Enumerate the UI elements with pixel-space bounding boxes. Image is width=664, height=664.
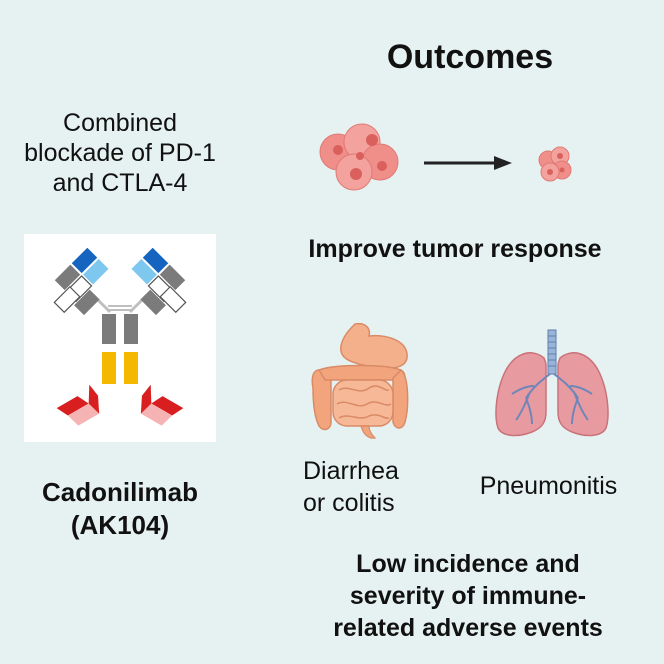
drug-line-2: (AK104): [70, 510, 170, 540]
low-incidence-line-3: related adverse events: [333, 614, 603, 642]
diarrhea-line-2: or colitis: [303, 489, 395, 517]
tumor-response-label: Improve tumor response: [308, 235, 602, 263]
low-incidence-line-2: severity of immune-: [349, 582, 587, 610]
antibody-panel: [24, 234, 216, 442]
combined-blockade-text: Combined blockade of PD-1 and CTLA-4: [20, 108, 220, 198]
drug-line-1: Cadonilimab: [41, 477, 198, 507]
arrow-icon: [424, 156, 512, 170]
drug-name: Cadonilimab (AK104): [20, 476, 220, 542]
diarrhea-line-1: Diarrhea: [303, 457, 399, 485]
lungs-icon: [495, 329, 609, 437]
combined-line-2: blockade of PD-1: [24, 139, 216, 167]
pneumonitis-label: Pneumonitis: [479, 472, 618, 500]
outcomes-title: Outcomes: [386, 38, 554, 76]
combined-line-3: and CTLA-4: [52, 169, 188, 197]
low-incidence-text: Low incidence and severity of immune- re…: [318, 548, 618, 644]
intestine-icon: [311, 322, 409, 439]
tumor-large-icon: [319, 123, 399, 191]
antibody-icon: [53, 247, 187, 426]
low-incidence-line-1: Low incidence and: [356, 550, 580, 578]
diarrhea-colitis-label: Diarrhea or colitis: [303, 455, 423, 519]
tumor-small-icon: [538, 146, 572, 182]
combined-line-1: Combined: [63, 109, 177, 137]
